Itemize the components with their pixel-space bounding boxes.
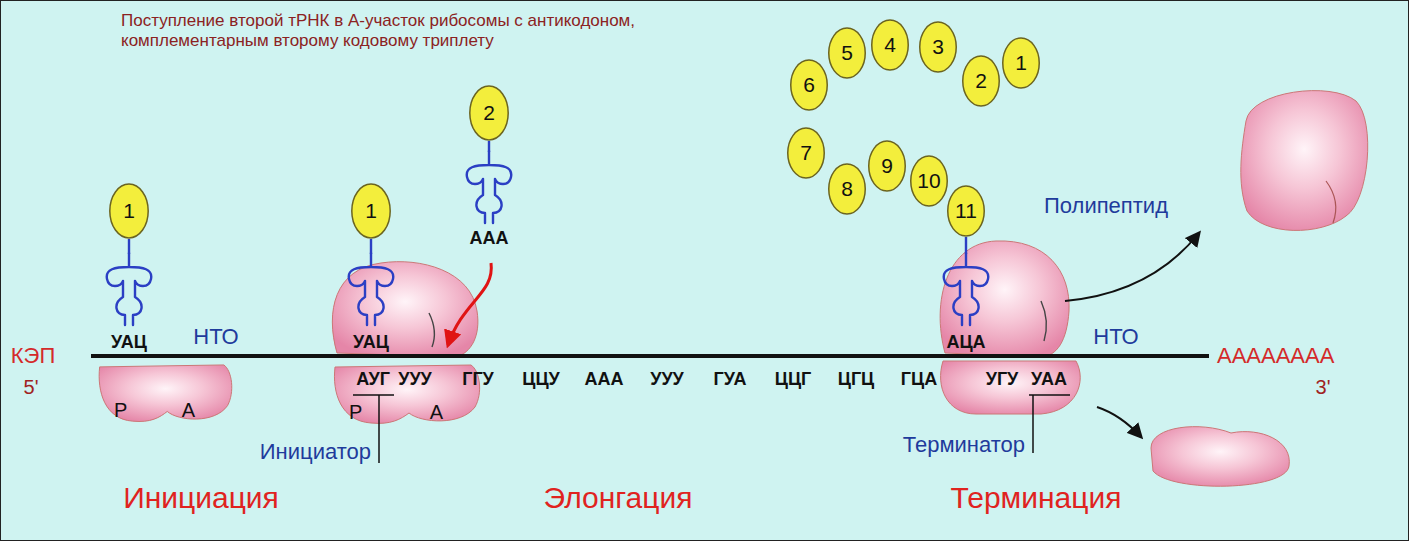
- amino-acid: 4: [871, 19, 909, 71]
- amino-acid-number: 10: [917, 169, 940, 193]
- entry-arrow: [448, 263, 491, 345]
- amino-acid-number: 2: [975, 69, 987, 93]
- codon: ГГУ: [462, 369, 494, 390]
- utr-label: НТО: [1093, 324, 1138, 349]
- codon: УУУ: [650, 369, 684, 390]
- amino-acid: 9: [868, 140, 906, 192]
- anticodon: АЦА: [946, 332, 985, 353]
- product-label: Полипептид: [1044, 193, 1168, 218]
- trna-molecule-shape: [101, 253, 157, 325]
- amino-acid: 2: [469, 85, 509, 141]
- polypeptide-fold: [1326, 181, 1336, 223]
- amino-acid-number: 6: [803, 73, 815, 97]
- amino-acid-number: 8: [841, 177, 853, 201]
- amino-acid: 3: [919, 21, 957, 73]
- trna-stem: [370, 239, 372, 254]
- amino-acid-number: 5: [841, 41, 853, 65]
- amino-acid: 1: [351, 183, 391, 239]
- end-label: 3': [1316, 376, 1331, 399]
- large-subunit: [332, 262, 478, 357]
- trna-molecule-shape: [938, 253, 994, 325]
- codon: ЦГЦ: [838, 369, 875, 390]
- codon: ЦЦУ: [522, 369, 560, 390]
- pointer-label: Инициатор: [260, 439, 371, 464]
- amino-acid: 2: [962, 55, 1000, 107]
- codon: УГУ: [986, 369, 1019, 390]
- release-arrow: [1065, 233, 1199, 301]
- amino-acid: 1: [1002, 37, 1040, 89]
- trna-stem: [965, 237, 967, 254]
- trna-molecule: ААА: [461, 151, 517, 249]
- mrna-strand: [91, 354, 1209, 358]
- amino-acid-number: 3: [932, 35, 944, 59]
- polya-label: АААААААА: [1217, 343, 1334, 368]
- codon: АУГ: [356, 369, 390, 390]
- anticodon: УАЦ: [111, 332, 147, 353]
- site-letter: А: [430, 401, 443, 424]
- codon: УУУ: [398, 369, 432, 390]
- amino-acid: 6: [790, 59, 828, 111]
- codon: ЦЦГ: [775, 369, 812, 390]
- amino-acid-number: 1: [365, 199, 377, 223]
- amino-acid-number: 4: [884, 33, 896, 57]
- amino-acid-number: 1: [1015, 51, 1027, 75]
- large-subunit: [940, 241, 1069, 357]
- site-letter: А: [182, 399, 195, 422]
- amino-acid-number: 11: [955, 199, 977, 223]
- amino-acid: 1: [109, 183, 149, 239]
- trna-molecule-shape: [461, 151, 517, 223]
- annotation-note: Поступление второй тРНК в А-участок рибо…: [121, 11, 711, 50]
- amino-acid-number: 7: [800, 141, 812, 165]
- subunit-groove: [1041, 301, 1046, 341]
- site-letter: Р: [114, 399, 127, 422]
- ribosome-small-subunit: РА: [96, 363, 233, 425]
- stage-label: Элонгация: [544, 481, 693, 516]
- polypeptide-blob: [1241, 91, 1368, 231]
- amino-acid: 8: [828, 163, 866, 215]
- trna-molecule: УАЦ: [343, 253, 399, 353]
- codon: ГЦА: [901, 369, 937, 390]
- anticodon: ААА: [470, 228, 509, 249]
- site-letter: Р: [349, 401, 362, 424]
- end-label: 5': [24, 376, 39, 399]
- codon: УАА: [1031, 369, 1067, 390]
- released-subunit: [1151, 427, 1289, 487]
- amino-acid: 5: [828, 27, 866, 79]
- small-subunit: [941, 361, 1081, 414]
- cap-label: КЭП: [11, 343, 55, 368]
- leader-line: [378, 395, 380, 463]
- amino-acid: 10: [910, 155, 948, 207]
- codon-bracket: [353, 394, 394, 396]
- stage-label: Инициация: [123, 481, 279, 516]
- amino-acid: 7: [787, 127, 825, 179]
- release-arrow: [1097, 407, 1141, 437]
- codon: ААА: [585, 369, 624, 390]
- leader-line: [1032, 395, 1034, 453]
- amino-acid-number: 9: [881, 154, 893, 178]
- anticodon: УАЦ: [353, 332, 389, 353]
- amino-acid: 11: [947, 185, 985, 237]
- trna-stem: [128, 239, 130, 254]
- codon-bracket: [1029, 394, 1070, 396]
- utr-label: НТО: [193, 324, 238, 349]
- stage-label: Терминация: [951, 481, 1122, 516]
- trna-molecule: АЦА: [938, 253, 994, 353]
- subunit-groove: [429, 313, 434, 347]
- pointer-label: Терминатор: [903, 432, 1025, 457]
- amino-acid-number: 1: [123, 199, 135, 223]
- trna-molecule: УАЦ: [101, 253, 157, 353]
- trna-molecule-shape: [343, 253, 399, 325]
- codon: ГУА: [713, 369, 746, 390]
- amino-acid-number: 2: [483, 101, 495, 125]
